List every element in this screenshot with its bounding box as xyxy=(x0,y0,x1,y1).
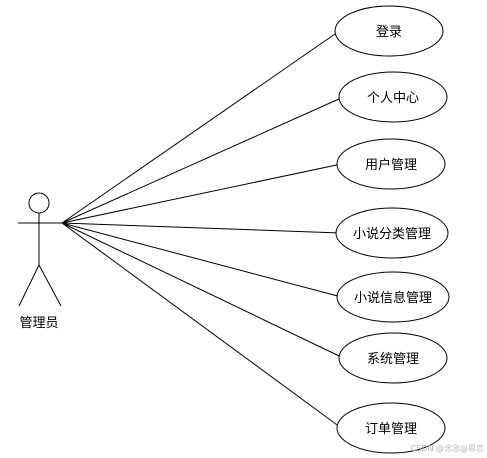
use-case-label: 系统管理 xyxy=(367,352,419,367)
association-line xyxy=(61,222,341,234)
actor-label: 管理员 xyxy=(19,316,58,331)
use-case-ellipse xyxy=(336,138,446,190)
use-case-label: 个人中心 xyxy=(367,91,419,106)
association-line xyxy=(61,222,344,359)
use-case-ellipse xyxy=(335,207,449,259)
use-case-label: 小说分类管理 xyxy=(353,227,431,242)
actor-head xyxy=(28,192,50,214)
actor-right-leg xyxy=(38,264,62,307)
use-case-ellipse xyxy=(336,402,446,454)
use-case: 用户管理 xyxy=(336,138,446,190)
use-case-label: 登录 xyxy=(376,25,402,40)
use-case-ellipse xyxy=(336,271,450,323)
use-case: 小说分类管理 xyxy=(335,207,449,259)
association-line xyxy=(61,163,342,224)
use-case: 个人中心 xyxy=(338,71,448,123)
use-case-label: 用户管理 xyxy=(365,157,417,173)
use-case-label: 订单管理 xyxy=(365,422,417,437)
use-case-ellipse xyxy=(338,71,448,123)
use-case-ellipse xyxy=(334,5,444,57)
association-line xyxy=(61,222,342,429)
actor-figure: 管理员 xyxy=(18,192,62,331)
use-case-label: 小说信息管理 xyxy=(354,290,432,306)
watermark: CSDN @念念@思恋 xyxy=(411,443,484,453)
association-line xyxy=(61,96,344,224)
actor-left-leg xyxy=(18,264,40,307)
association-lines xyxy=(61,30,344,429)
use-case: 系统管理 xyxy=(338,332,448,384)
use-case: 小说信息管理 xyxy=(336,271,450,323)
use-case: 订单管理 xyxy=(336,402,446,454)
association-line xyxy=(61,222,342,298)
association-line xyxy=(61,30,340,224)
use-case-ellipse xyxy=(338,332,448,384)
use-case: 登录 xyxy=(334,5,444,57)
